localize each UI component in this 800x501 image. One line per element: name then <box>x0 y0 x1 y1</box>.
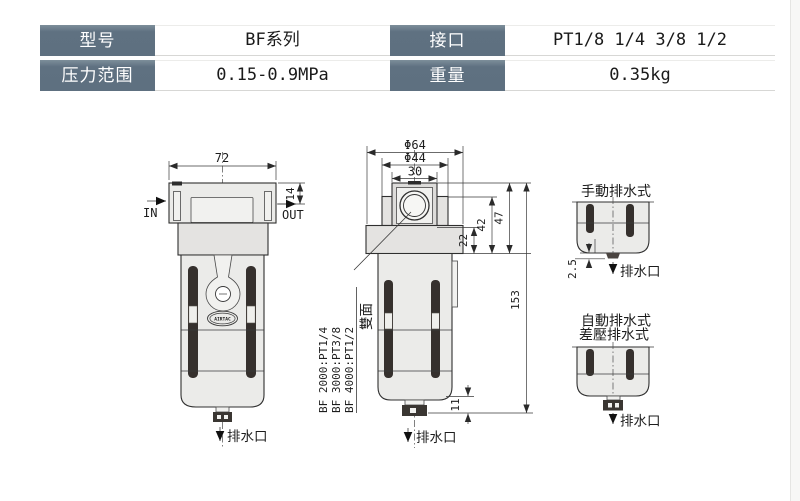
in-label: IN <box>143 206 157 220</box>
spec-label-port: 接口 <box>390 25 505 56</box>
dim-30: 30 <box>408 165 422 179</box>
side-view-figure: Φ64 Φ44 30 <box>317 138 533 448</box>
side-top-nub <box>408 181 421 185</box>
port-note-bf4000: BF 4000:PT1/2 <box>343 327 356 413</box>
auto-drain-figure: 自動排水式 差壓排水式 排水口 <box>572 313 661 429</box>
auto-drain-title-2: 差壓排水式 <box>579 327 649 343</box>
spec-label-pressure: 压力范围 <box>40 60 155 91</box>
spec-value-port: PT1/8 1/4 3/8 1/2 <box>505 25 775 56</box>
front-port-left <box>173 191 181 221</box>
spec-row-2: 压力范围 0.15-0.9MPa 重量 0.35kg <box>40 60 775 91</box>
side-collar <box>365 224 464 255</box>
front-drain-knob <box>213 412 232 422</box>
front-view-figure: 72 14 IN OUT <box>143 151 305 448</box>
both-sides-note: 雙面 <box>359 303 374 330</box>
manual-sight-right <box>626 204 634 237</box>
manual-drain-port-label: 排水口 <box>620 264 661 279</box>
dim-2-5: 2.5 <box>566 259 579 279</box>
spec-label-model: 型号 <box>40 25 155 56</box>
auto-sight-left <box>586 349 594 376</box>
front-port-right <box>264 191 272 221</box>
dim-22: 22 <box>457 234 470 247</box>
manual-sight-left <box>586 204 594 233</box>
spec-value-pressure: 0.15-0.9MPa <box>155 60 390 91</box>
dim-72: 72 <box>215 151 229 165</box>
out-label: OUT <box>282 208 304 222</box>
dim-42: 42 <box>475 218 488 231</box>
dim-47: 47 <box>493 211 506 224</box>
port-note-bf2000: BF 2000:PT1/4 <box>317 327 330 413</box>
manual-drain-nub <box>606 253 620 259</box>
auto-drain-port-label: 排水口 <box>620 414 661 429</box>
airtac-logo: AIRTAC <box>207 310 238 327</box>
dim-14: 14 <box>284 187 297 201</box>
port-leader-line <box>353 211 412 271</box>
front-drain-neck <box>215 406 230 413</box>
dim-153: 153 <box>509 290 522 310</box>
side-port-outer <box>399 190 430 221</box>
dim-phi44: Φ44 <box>404 151 426 165</box>
spec-label-weight: 重量 <box>390 60 505 91</box>
front-bowl <box>180 254 265 408</box>
spec-value-weight: 0.35kg <box>505 60 775 91</box>
manual-drain-figure: 手動排水式 2.5 排水口 <box>566 183 661 279</box>
manual-drain-title: 手動排水式 <box>581 183 651 199</box>
side-drain-label: 排水口 <box>416 430 457 445</box>
port-note-bf3000: BF 3000:PT3/8 <box>330 327 343 413</box>
dim-phi64: Φ64 <box>404 138 426 152</box>
page-edge-strip <box>790 0 800 501</box>
auto-sight-right <box>626 349 634 380</box>
front-collar <box>177 222 269 256</box>
auto-drain-title-1: 自動排水式 <box>581 313 651 329</box>
side-bracket-tab <box>451 260 458 308</box>
auto-drain-neck <box>606 395 621 401</box>
dim-11: 11 <box>449 398 462 411</box>
side-drain-neck <box>404 399 425 406</box>
logo-text: AIRTAC <box>214 317 231 323</box>
front-top-nub <box>172 181 182 186</box>
side-port-inner <box>403 194 426 217</box>
front-drain-label: 排水口 <box>227 429 268 444</box>
front-window <box>190 197 254 223</box>
spec-value-model: BF系列 <box>155 25 390 56</box>
spec-table: 型号 BF系列 接口 PT1/8 1/4 3/8 1/2 压力范围 0.15-0… <box>40 25 775 91</box>
auto-drain-fitting <box>603 400 623 411</box>
spec-row-1: 型号 BF系列 接口 PT1/8 1/4 3/8 1/2 <box>40 25 775 56</box>
